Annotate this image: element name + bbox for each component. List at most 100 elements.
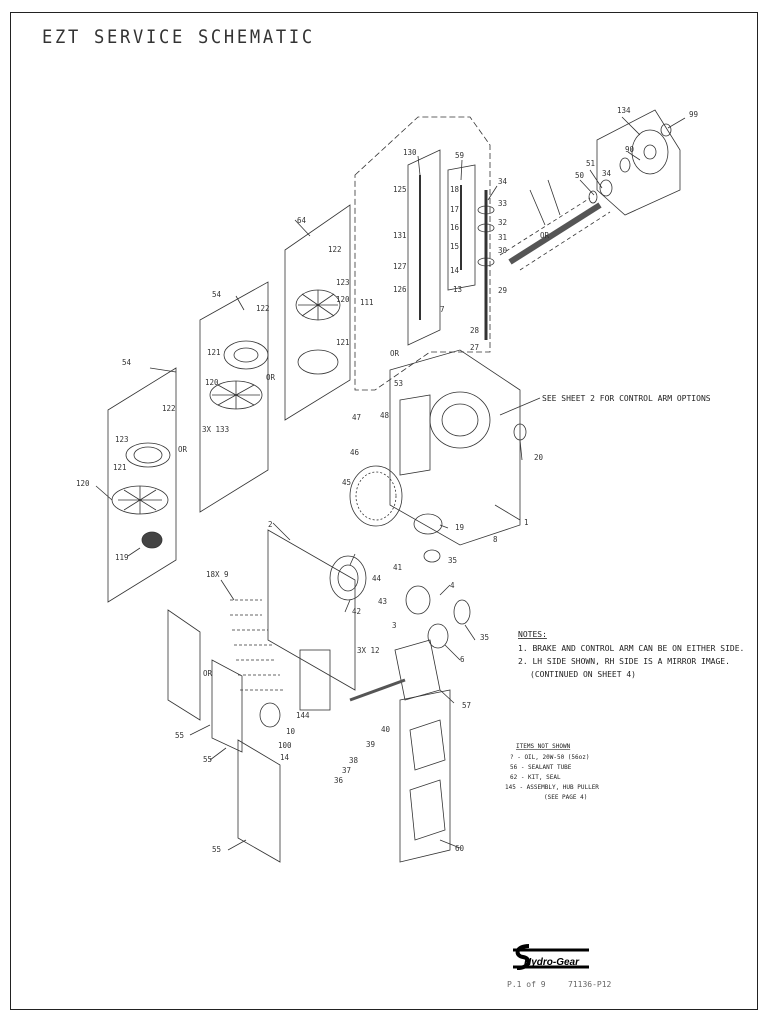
control-arm-annotation: SEE SHEET 2 FOR CONTROL ARM OPTIONS [542,394,711,403]
callout-17: 17 [450,205,459,214]
callout-121a: 121 [336,338,350,347]
callout-90: 90 [625,145,635,154]
items-not-shown-line-4: 145 - ASSEMBLY, HUB PULLER [505,784,599,791]
or-label-3: OR [390,349,400,358]
or-label-2: OR [266,373,276,382]
or-label-1: OR [178,445,188,454]
callout-2: 2 [268,520,273,529]
items-not-shown-line-5: (SEE PAGE 4) [544,794,587,801]
arm-panel-55b [211,659,243,753]
callout-51: 51 [586,159,595,168]
callout-7: 7 [440,305,445,314]
fan-panel-64 [284,204,351,421]
callout-43: 43 [378,597,387,606]
callout-28: 28 [470,326,480,335]
callout-30: 30 [498,246,508,255]
page-title: EZT SERVICE SCHEMATIC [42,26,315,48]
callout-18x9: 18X 9 [206,570,229,579]
callout-40: 40 [381,725,391,734]
or-label-4: OR [540,231,550,240]
shaft-panel-59 [447,164,476,291]
hydro-gear-logo [513,944,589,970]
page-number: P.1 of 9 [507,980,546,989]
notes-line-2: 2. LH SIDE SHOWN, RH SIDE IS A MIRROR IM… [518,657,730,666]
callout-34: 34 [602,169,612,178]
callout-35a: 35 [448,556,457,565]
callout-60: 60 [455,844,465,853]
callout-4: 4 [450,581,455,590]
logo-wordmark: Hydro-Gear [524,957,580,968]
callout-8: 8 [493,535,498,544]
callout-33: 33 [498,199,507,208]
callout-18: 18 [450,185,460,194]
housing-1 [389,349,521,546]
notes-heading: NOTES: [518,630,547,639]
callout-39: 39 [366,740,375,749]
callout-55c: 55 [212,845,221,854]
callout-120a: 120 [336,295,350,304]
callout-64: 64 [297,216,307,225]
panel-60 [399,689,451,863]
callout-46: 46 [350,448,360,457]
callout-41: 41 [393,563,402,572]
callout-111: 111 [360,298,374,307]
callout-120c: 120 [76,479,90,488]
items-not-shown-line-2: 56 - SEALANT TUBE [510,764,572,771]
or-label-5: OR [203,669,213,678]
callout-126: 126 [393,285,407,294]
callout-59: 59 [455,151,464,160]
callout-125: 125 [393,185,407,194]
callout-10: 10 [286,727,296,736]
items-not-shown-line-1: ? - OIL, 20W-50 (56oz) [510,754,589,761]
callout-99: 99 [689,110,698,119]
callout-122c: 122 [162,404,176,413]
callout-122b: 122 [256,304,270,313]
page-border [10,12,758,1010]
callout-31: 31 [498,233,507,242]
callout-54a: 54 [212,290,222,299]
arm-panel-55a [167,609,201,721]
callout-100: 100 [278,741,292,750]
callout-48: 48 [380,411,390,420]
fan-panel-54b [107,367,177,603]
callout-1: 1 [524,518,529,527]
plate-2 [267,529,356,691]
callout-123a: 123 [336,278,350,287]
callout-6: 6 [460,655,465,664]
callout-134: 134 [617,106,631,115]
callout-127: 127 [393,262,407,271]
callout-119: 119 [115,553,129,562]
callout-121b: 121 [207,348,221,357]
callout-13: 13 [453,285,462,294]
shaft-panel-130 [407,149,441,346]
callout-123c: 123 [115,435,129,444]
callout-144: 144 [296,711,310,720]
callout-121c: 121 [113,463,127,472]
notes-line-3: (CONTINUED ON SHEET 4) [530,670,636,679]
callout-47: 47 [352,413,361,422]
items-not-shown-line-3: 62 - KIT, SEAL [510,774,561,781]
callout-19: 19 [455,523,464,532]
fan-panel-54a [199,281,269,513]
callout-57: 57 [462,701,471,710]
upper-group-outline [354,116,491,391]
callout-38: 38 [349,756,359,765]
callout-122a: 122 [328,245,342,254]
arm-panel-55c [237,739,281,863]
items-not-shown-heading: ITEMS NOT SHOWN [516,743,571,750]
callout-14: 14 [450,266,460,275]
notes-line-1: 1. BRAKE AND CONTROL ARM CAN BE ON EITHE… [518,644,744,653]
hub-panel-134 [596,109,681,216]
callout-3x12: 3X 12 [357,646,380,655]
callout-35b: 35 [480,633,489,642]
callout-120b: 120 [205,378,219,387]
callout-130: 130 [403,148,417,157]
axle-shaft [508,202,602,265]
callout-15: 15 [450,242,459,251]
callout-42: 42 [352,607,361,616]
callout-131: 131 [393,231,407,240]
callout-44: 44 [372,574,382,583]
callout-20: 20 [534,453,544,462]
